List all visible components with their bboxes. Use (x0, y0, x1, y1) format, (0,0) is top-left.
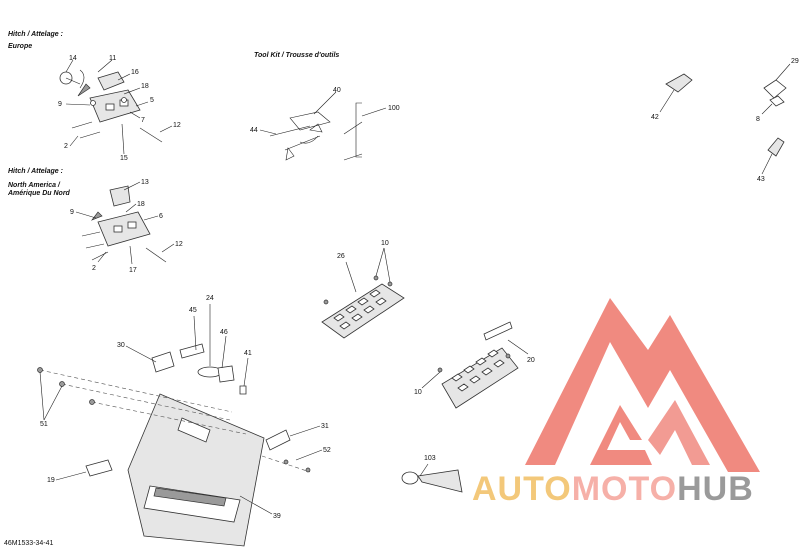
callout-10-upper: 10 (381, 240, 389, 247)
callout-7: 7 (141, 117, 145, 124)
callout-30: 30 (117, 342, 125, 349)
north-america-heading-line1: North America / (8, 182, 60, 189)
callout-51: 51 (40, 421, 48, 428)
callout-52: 52 (323, 447, 331, 454)
callout-10-lower: 10 (414, 389, 422, 396)
callout-13: 13 (141, 179, 149, 186)
callout-42: 42 (651, 114, 659, 121)
running-board-lower (441, 321, 519, 409)
callout-12-europe: 12 (173, 122, 181, 129)
callout-17: 17 (129, 267, 137, 274)
callout-9-na: 9 (70, 209, 74, 216)
tool-kit-heading: Tool Kit / Trousse d'outils (254, 52, 340, 59)
part-103 (401, 469, 463, 493)
callout-8: 8 (756, 116, 760, 123)
callout-100: 100 (388, 105, 400, 112)
europe-heading: Europe (8, 43, 33, 50)
callout-5: 5 (150, 97, 154, 104)
callout-46: 46 (220, 329, 228, 336)
right-small-parts (665, 73, 787, 157)
callout-11: 11 (109, 55, 116, 62)
wordmark-hub: HUB (677, 470, 754, 508)
wordmark-moto: MOTO (571, 470, 678, 508)
automotohub-wordmark: AUTOMOTOHUB (472, 470, 754, 509)
wordmark-auto: AUTO (472, 470, 572, 508)
callout-31: 31 (321, 423, 329, 430)
callout-2-na: 2 (92, 265, 96, 272)
front-fascia-assembly (37, 343, 311, 547)
callout-43: 43 (757, 176, 765, 183)
callout-26: 26 (337, 253, 345, 260)
callout-41: 41 (244, 350, 252, 357)
callout-6: 6 (159, 213, 163, 220)
callout-16: 16 (131, 69, 139, 76)
callout-9-europe: 9 (58, 101, 62, 108)
callout-45: 45 (189, 307, 197, 314)
running-board-upper (321, 283, 405, 339)
hitch-na-heading: Hitch / Attelage : (8, 168, 63, 175)
callout-44: 44 (250, 127, 258, 134)
automotohub-logo-icon (525, 298, 760, 472)
callout-19: 19 (47, 477, 55, 484)
callout-39: 39 (273, 513, 281, 520)
north-america-heading-line2: Amérique Du Nord (8, 190, 70, 197)
callout-2-europe: 2 (64, 143, 68, 150)
callout-40: 40 (333, 87, 341, 94)
callout-18-na: 18 (137, 201, 145, 208)
tool-kit-assembly (269, 102, 363, 161)
na-hitch-assembly (81, 185, 167, 263)
callout-20: 20 (527, 357, 535, 364)
document-code: 46M1533-34-41 (4, 540, 54, 547)
callout-24: 24 (206, 295, 214, 302)
europe-hitch-assembly (59, 69, 163, 143)
callout-12-na: 12 (175, 241, 183, 248)
callout-18-europe: 18 (141, 83, 149, 90)
hitch-europe-heading: Hitch / Attelage : (8, 31, 63, 38)
callout-14: 14 (69, 55, 77, 62)
callout-29: 29 (791, 58, 799, 65)
callout-15: 15 (120, 155, 128, 162)
callout-103: 103 (424, 455, 436, 462)
